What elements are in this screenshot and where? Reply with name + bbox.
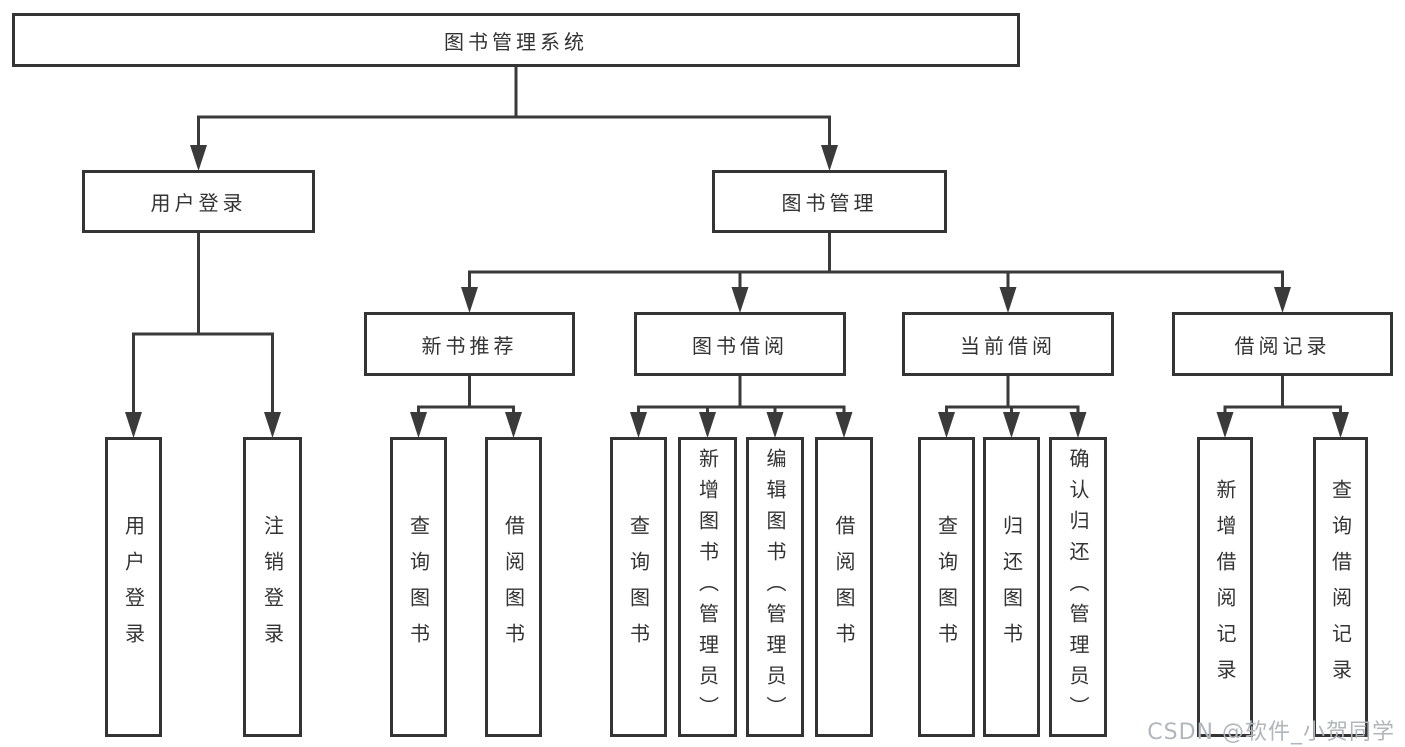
node-label: 借阅图书 — [501, 515, 526, 659]
node-leaf-query-books-borrow: 查询图书 — [610, 437, 667, 737]
arrowhead-icon — [461, 287, 478, 313]
arrowhead-icon — [264, 412, 281, 438]
node-book-borrow: 图书借阅 — [634, 312, 846, 376]
node-label: 查询借阅记录 — [1328, 479, 1353, 695]
node-leaf-edit-books-admin: 编辑图书（管理员） — [746, 437, 804, 737]
arrowhead-icon — [1274, 287, 1291, 313]
node-borrow-record: 借阅记录 — [1172, 312, 1393, 376]
arrowhead-icon — [699, 412, 716, 438]
arrowhead-icon — [125, 412, 142, 438]
arrowhead-icon — [630, 412, 647, 438]
node-label: 注销登录 — [260, 515, 285, 659]
node-root: 图书管理系统 — [12, 13, 1020, 67]
arrowhead-icon — [190, 145, 207, 171]
arrowhead-icon — [410, 412, 427, 438]
watermark: CSDN @软件_小贺同学 — [1147, 720, 1395, 745]
node-leaf-query-books-current: 查询图书 — [918, 437, 975, 737]
node-leaf-query-borrow-record: 查询借阅记录 — [1313, 437, 1368, 737]
arrowhead-icon — [1069, 412, 1087, 438]
arrowhead-icon — [1216, 412, 1234, 438]
node-book-mgmt: 图书管理 — [712, 170, 947, 233]
node-leaf-borrow-books-borrow: 借阅图书 — [815, 437, 873, 737]
node-label: 借阅图书 — [832, 515, 856, 659]
node-label: 新增借阅记录 — [1213, 479, 1237, 695]
arrowhead-icon — [731, 287, 749, 313]
node-leaf-return-books: 归还图书 — [983, 437, 1040, 737]
node-label: 确认归还（管理员） — [1066, 447, 1090, 727]
node-label: 新增图书（管理员） — [695, 447, 720, 727]
node-label: 归还图书 — [999, 515, 1024, 659]
node-leaf-user-login: 用户登录 — [105, 437, 162, 737]
node-leaf-add-borrow-record: 新增借阅记录 — [1197, 437, 1253, 737]
arrowhead-icon — [1003, 412, 1020, 438]
arrowhead-icon — [938, 412, 955, 438]
node-current-borrow: 当前借阅 — [902, 312, 1114, 376]
arrowhead-icon — [999, 287, 1017, 313]
node-leaf-query-books-new: 查询图书 — [390, 437, 447, 737]
node-leaf-confirm-return-admin: 确认归还（管理员） — [1049, 437, 1107, 737]
node-new-book-rec: 新书推荐 — [364, 312, 575, 376]
node-label: 查询图书 — [406, 515, 431, 659]
node-label: 编辑图书（管理员） — [763, 447, 787, 727]
node-label: 查询图书 — [626, 515, 651, 659]
arrowhead-icon — [1332, 412, 1349, 438]
node-leaf-logout: 注销登录 — [243, 437, 302, 737]
node-user-login: 用户登录 — [82, 170, 315, 233]
arrowhead-icon — [766, 412, 784, 438]
arrowhead-icon — [835, 412, 853, 438]
arrowhead-icon — [821, 145, 838, 171]
node-label: 查询图书 — [934, 515, 959, 659]
arrowhead-icon — [505, 412, 522, 438]
node-leaf-borrow-books-new: 借阅图书 — [485, 437, 542, 737]
node-label: 用户登录 — [121, 515, 146, 659]
node-leaf-add-books-admin: 新增图书（管理员） — [678, 437, 737, 737]
